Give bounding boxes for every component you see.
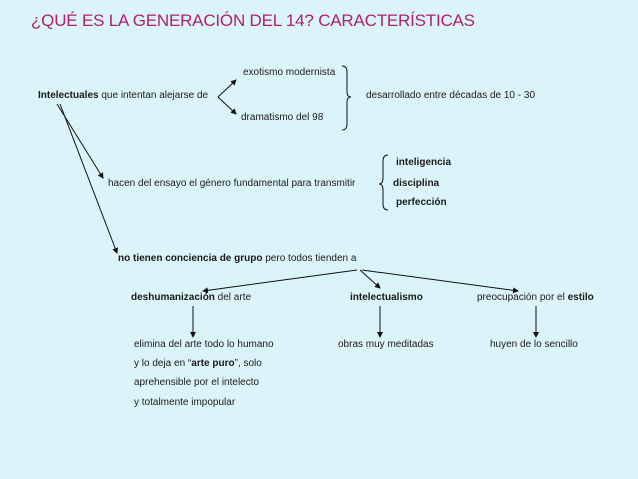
deshum-desc-line4: y totalmente impopular [134, 397, 236, 408]
node-intelectuales: Intelectuales que intentan alejarse de [38, 90, 208, 102]
node-decadas: desarrollado entre décadas de 10 - 30 [366, 90, 536, 101]
page-title: ¿QUÉ ES LA GENERACIÓN DEL 14? CARACTERÍS… [31, 11, 475, 30]
deshum-desc-line3: aprehensible por el intelecto [134, 377, 260, 388]
estilo-desc: huyen de lo sencillo [490, 339, 578, 350]
root-bold: Intelectuales [38, 90, 99, 101]
intelect-desc: obras muy meditadas [338, 339, 434, 350]
node-deshumanizacion: deshumanización del arte [131, 292, 251, 304]
node-grupo: no tienen conciencia de grupo pero todos… [118, 253, 356, 265]
grupo-bold: no tienen conciencia de grupo [118, 253, 263, 264]
node-estilo: preocupación por el estilo [477, 292, 594, 304]
line2-post: ”, solo [234, 358, 262, 369]
deshum-desc-line1: elimina del arte todo lo humano [134, 339, 274, 350]
node-dramatismo: dramatismo del 98 [241, 112, 324, 123]
node-intelectualismo: intelectualismo [350, 292, 423, 303]
grupo-rest: pero todos tienden a [262, 253, 357, 264]
deshum-desc-line2: y lo deja en “arte puro”, solo [134, 358, 262, 370]
line2-bold: arte puro [191, 358, 235, 369]
estilo-bold: estilo [567, 292, 594, 303]
node-ensayo: hacen del ensayo el género fundamental p… [108, 178, 356, 189]
item-perfeccion: perfección [396, 197, 447, 208]
line2-pre: y lo deja en “ [134, 358, 192, 369]
node-exotismo: exotismo modernista [243, 67, 336, 78]
deshum-bold: deshumanización [131, 292, 215, 303]
root-rest: que intentan alejarse de [98, 90, 209, 101]
item-disciplina: disciplina [393, 178, 440, 189]
item-inteligencia: inteligencia [396, 157, 452, 168]
estilo-pre: preocupación por el [477, 292, 568, 303]
deshum-rest: del arte [214, 292, 252, 303]
